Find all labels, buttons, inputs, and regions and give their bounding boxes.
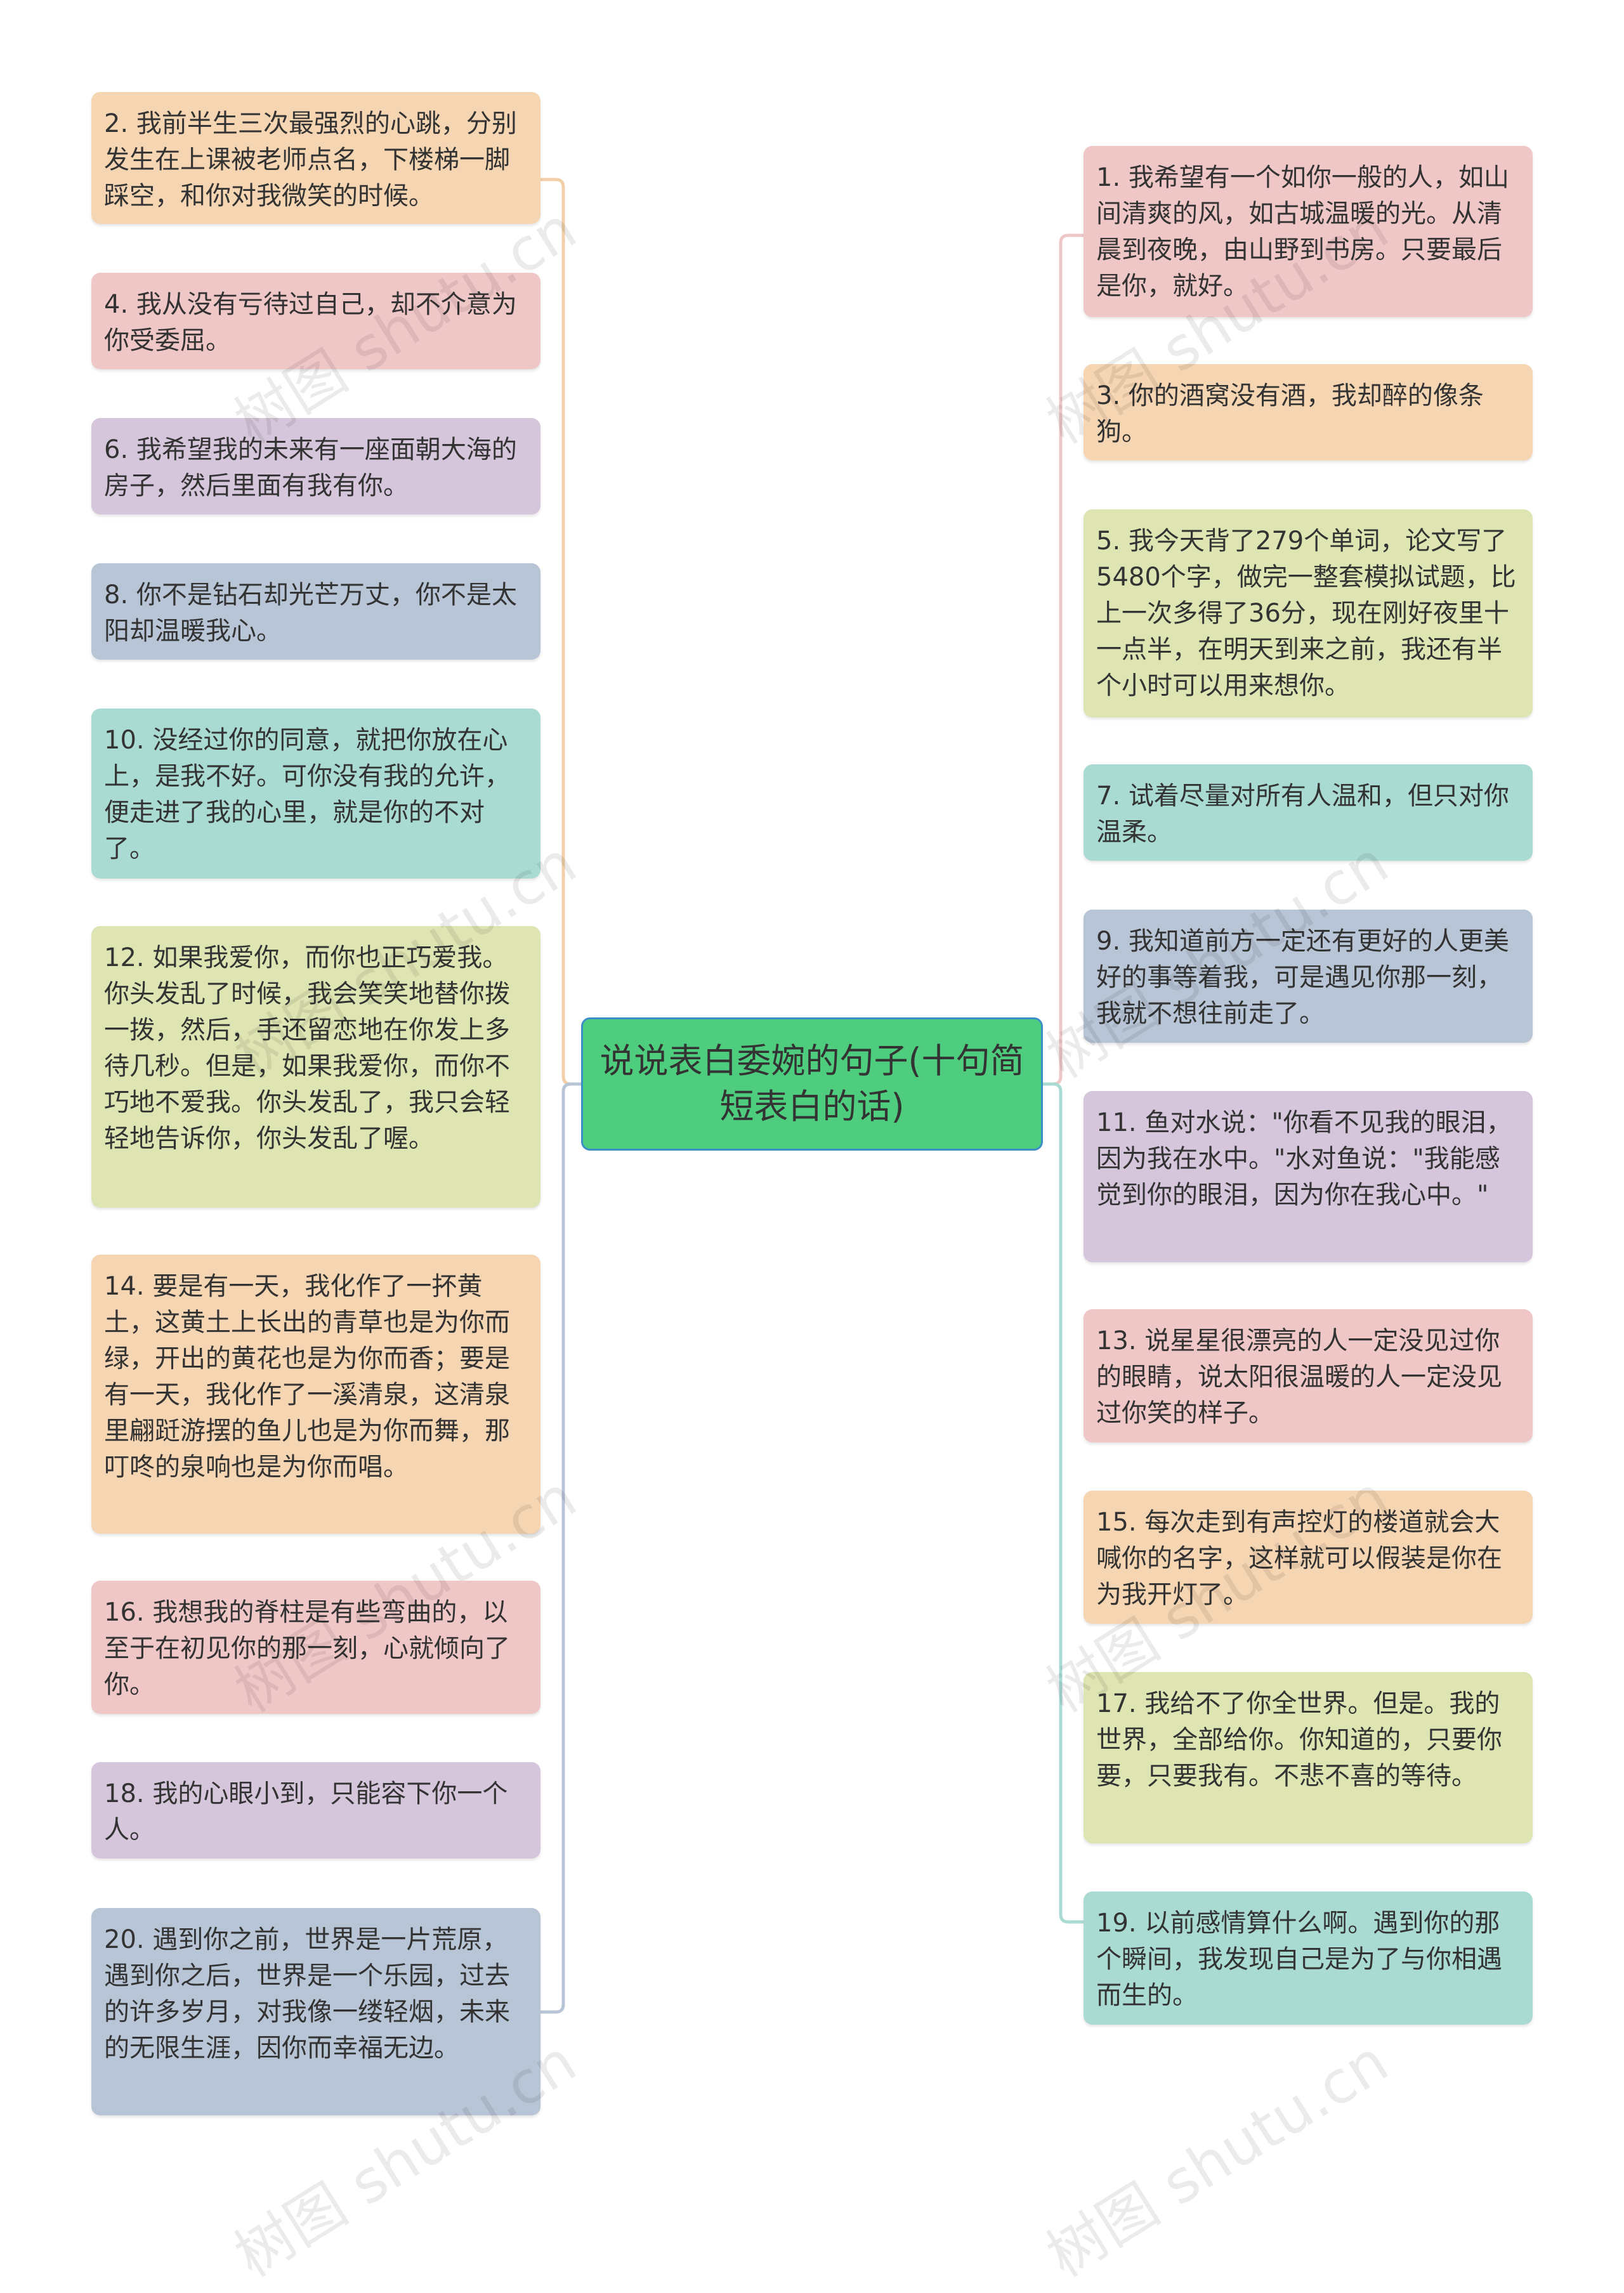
root-topic[interactable]: 说说表白委婉的句子(十句简短表白的话) bbox=[581, 1017, 1043, 1151]
right-node-15[interactable]: 15. 每次走到有声控灯的楼道就会大喊你的名字，这样就可以假装是你在为我开灯了。 bbox=[1084, 1491, 1533, 1624]
right-node-13[interactable]: 13. 说星星很漂亮的人一定没见过你的眼睛，说太阳很温暖的人一定没见过你笑的样子… bbox=[1084, 1309, 1533, 1442]
right-node-13-text: 13. 说星星很漂亮的人一定没见过你的眼睛，说太阳很温暖的人一定没见过你笑的样子… bbox=[1096, 1326, 1502, 1428]
left-node-4[interactable]: 4. 我从没有亏待过自己，却不介意为你受委屈。 bbox=[91, 273, 540, 369]
right-node-7[interactable]: 7. 试着尽量对所有人温和，但只对你温柔。 bbox=[1084, 764, 1533, 861]
right-node-1[interactable]: 1. 我希望有一个如你一般的人，如山间清爽的风，如古城温暖的光。从清晨到夜晚，由… bbox=[1084, 146, 1533, 317]
left-node-10[interactable]: 10. 没经过你的同意，就把你放在心上，是我不好。可你没有我的允许，便走进了我的… bbox=[91, 709, 540, 879]
right-node-3[interactable]: 3. 你的酒窝没有酒，我却醉的像条狗。 bbox=[1084, 364, 1533, 461]
left-node-10-text: 10. 没经过你的同意，就把你放在心上，是我不好。可你没有我的允许，便走进了我的… bbox=[104, 726, 510, 863]
left-node-18-text: 18. 我的心眼小到，只能容下你一个人。 bbox=[104, 1779, 508, 1845]
left-node-4-text: 4. 我从没有亏待过自己，却不介意为你受委屈。 bbox=[104, 290, 517, 355]
left-lower-connector bbox=[539, 1082, 581, 2014]
left-node-2-text: 2. 我前半生三次最强烈的心跳，分别发生在上课被老师点名，下楼梯一脚踩空，和你对… bbox=[104, 109, 517, 211]
left-node-14-text: 14. 要是有一天，我化作了一抔黄土，这黄土上长出的青草也是为你而绿，开出的黄花… bbox=[104, 1272, 510, 1482]
connector-lines bbox=[539, 178, 1084, 2014]
right-node-5[interactable]: 5. 我今天背了279个单词，论文写了5480个字，做完一整套模拟试题，比上一次… bbox=[1084, 509, 1533, 717]
root-topic-label: 说说表白委婉的句子(十句简短表白的话) bbox=[599, 1041, 1025, 1127]
right-node-5-text: 5. 我今天背了279个单词，论文写了5480个字，做完一整套模拟试题，比上一次… bbox=[1096, 526, 1516, 700]
left-node-12-text: 12. 如果我爱你，而你也正巧爱我。你头发乱了时候，我会笑笑地替你拨一拨，然后，… bbox=[104, 943, 510, 1153]
left-node-8-text: 8. 你不是钻石却光芒万丈，你不是太阳却温暖我心。 bbox=[104, 580, 517, 646]
right-node-3-text: 3. 你的酒窝没有酒，我却醉的像条狗。 bbox=[1096, 381, 1484, 447]
left-node-16-text: 16. 我想我的脊柱是有些弯曲的，以至于在初见你的那一刻，心就倾向了你。 bbox=[104, 1598, 510, 1699]
left-node-8[interactable]: 8. 你不是钻石却光芒万丈，你不是太阳却温暖我心。 bbox=[91, 563, 540, 660]
right-node-15-text: 15. 每次走到有声控灯的楼道就会大喊你的名字，这样就可以假装是你在为我开灯了。 bbox=[1096, 1508, 1502, 1609]
left-node-20-text: 20. 遇到你之前，世界是一片荒原，遇到你之后，世界是一个乐园，过去的许多岁月，… bbox=[104, 1925, 510, 2063]
right-node-11[interactable]: 11. 鱼对水说："你看不见我的眼泪，因为我在水中。"水对鱼说："我能感觉到你的… bbox=[1084, 1091, 1533, 1262]
left-upper-connector bbox=[539, 178, 581, 1086]
left-node-20[interactable]: 20. 遇到你之前，世界是一片荒原，遇到你之后，世界是一个乐园，过去的许多岁月，… bbox=[91, 1908, 540, 2115]
right-node-9-text: 9. 我知道前方一定还有更好的人更美好的事等着我，可是遇见你那一刻，我就不想往前… bbox=[1096, 927, 1509, 1028]
right-node-19[interactable]: 19. 以前感情算什么啊。遇到你的那个瞬间，我发现自己是为了与你相遇而生的。 bbox=[1084, 1891, 1533, 2025]
right-node-1-text: 1. 我希望有一个如你一般的人，如山间清爽的风，如古城温暖的光。从清晨到夜晚，由… bbox=[1096, 163, 1509, 301]
left-node-16[interactable]: 16. 我想我的脊柱是有些弯曲的，以至于在初见你的那一刻，心就倾向了你。 bbox=[91, 1581, 540, 1714]
right-node-9[interactable]: 9. 我知道前方一定还有更好的人更美好的事等着我，可是遇见你那一刻，我就不想往前… bbox=[1084, 910, 1533, 1043]
left-node-6-text: 6. 我希望我的未来有一座面朝大海的房子，然后里面有我有你。 bbox=[104, 435, 517, 500]
right-node-7-text: 7. 试着尽量对所有人温和，但只对你温柔。 bbox=[1096, 781, 1509, 847]
right-upper-connector bbox=[1043, 233, 1084, 1086]
left-node-2[interactable]: 2. 我前半生三次最强烈的心跳，分别发生在上课被老师点名，下楼梯一脚踩空，和你对… bbox=[91, 92, 540, 224]
left-node-6[interactable]: 6. 我希望我的未来有一座面朝大海的房子，然后里面有我有你。 bbox=[91, 418, 540, 514]
right-lower-connector bbox=[1043, 1082, 1084, 1924]
left-node-18[interactable]: 18. 我的心眼小到，只能容下你一个人。 bbox=[91, 1762, 540, 1859]
left-node-12[interactable]: 12. 如果我爱你，而你也正巧爱我。你头发乱了时候，我会笑笑地替你拨一拨，然后，… bbox=[91, 926, 540, 1208]
right-node-17[interactable]: 17. 我给不了你全世界。但是。我的世界，全部给你。你知道的，只要你要，只要我有… bbox=[1084, 1672, 1533, 1843]
left-node-14[interactable]: 14. 要是有一天，我化作了一抔黄土，这黄土上长出的青草也是为你而绿，开出的黄花… bbox=[91, 1255, 540, 1534]
right-node-11-text: 11. 鱼对水说："你看不见我的眼泪，因为我在水中。"水对鱼说："我能感觉到你的… bbox=[1096, 1108, 1512, 1210]
right-node-19-text: 19. 以前感情算什么啊。遇到你的那个瞬间，我发现自己是为了与你相遇而生的。 bbox=[1096, 1909, 1502, 2010]
right-node-17-text: 17. 我给不了你全世界。但是。我的世界，全部给你。你知道的，只要你要，只要我有… bbox=[1096, 1689, 1502, 1791]
